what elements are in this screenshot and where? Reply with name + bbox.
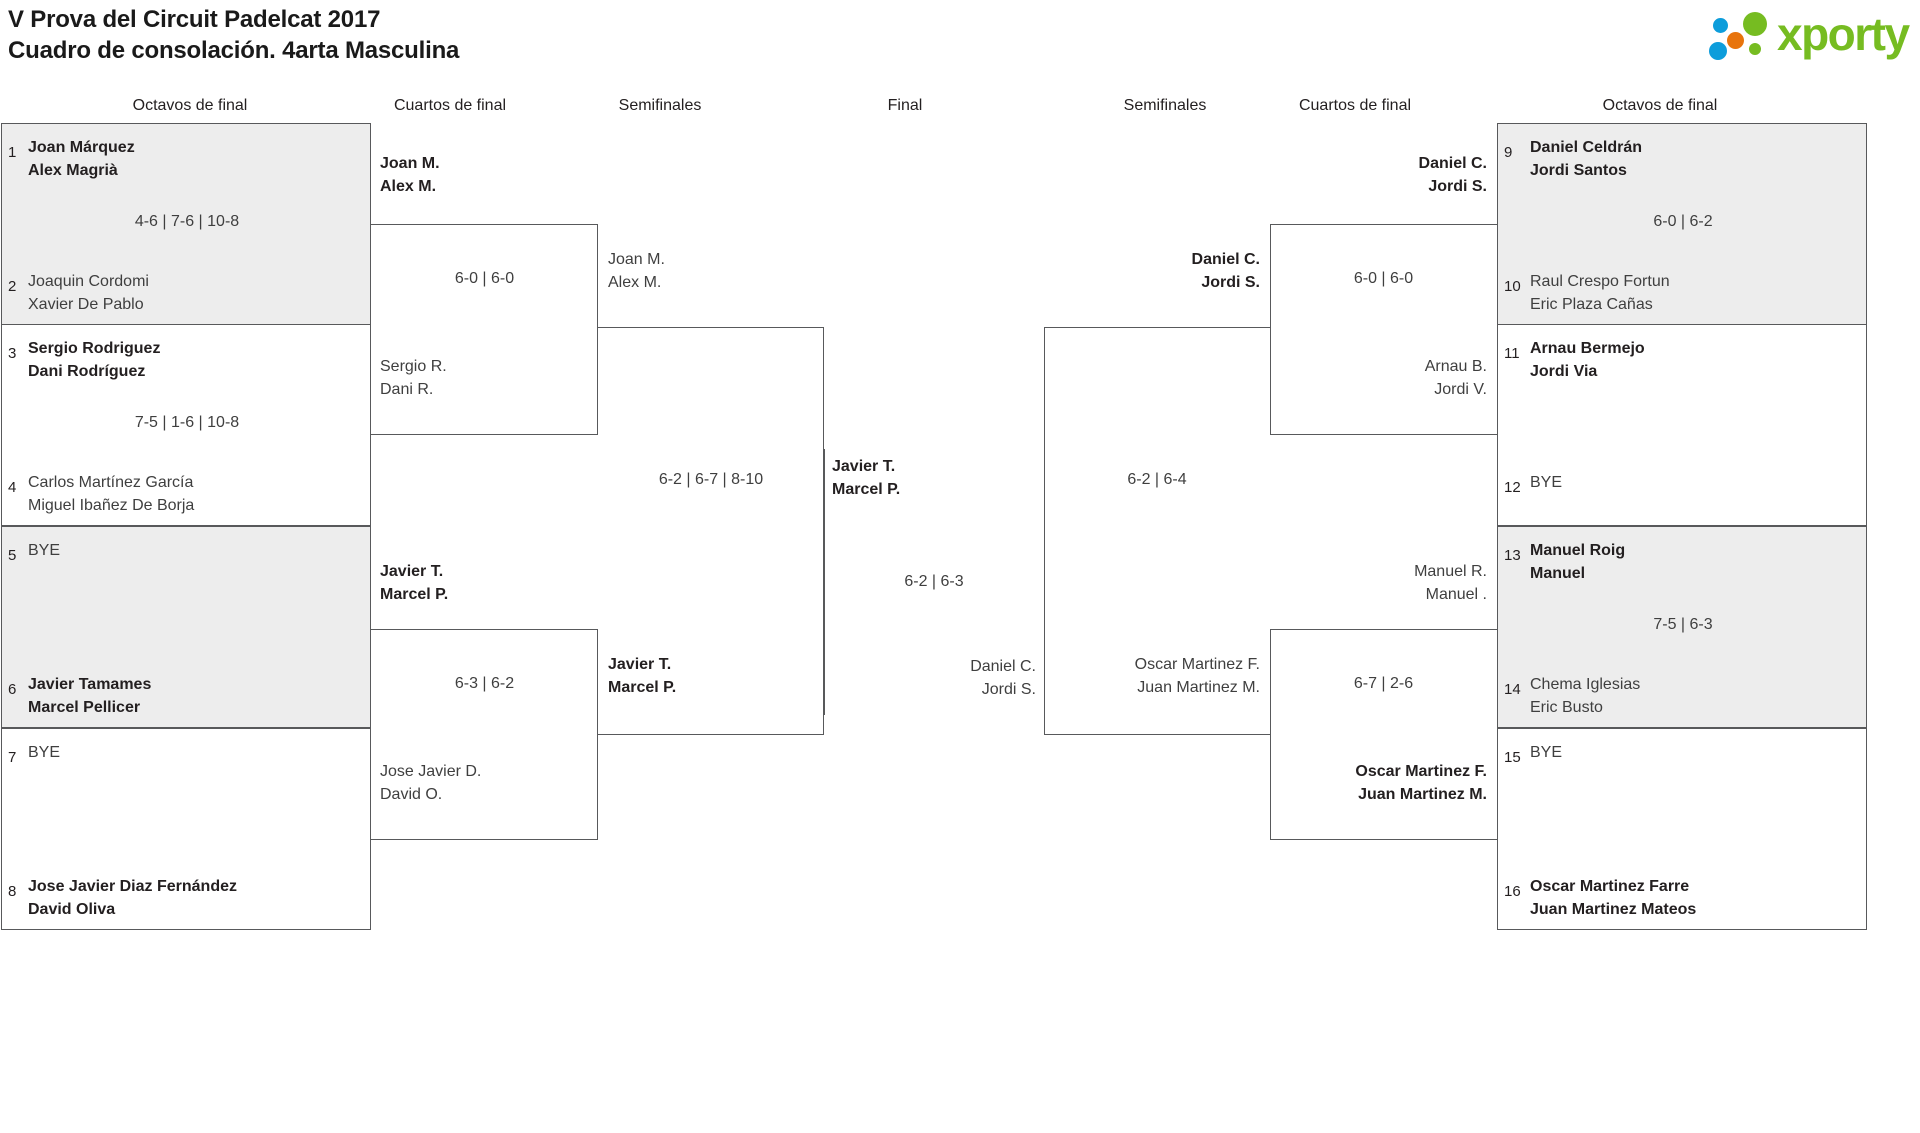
team-name: Joan M.Alex M. [608,251,665,291]
team-name: Daniel C.Jordi S. [1418,155,1487,195]
seed-number: 12 [1504,479,1521,496]
match-score: 6-2 | 6-7 | 8-10 [658,471,764,488]
seed-number: 14 [1504,681,1521,698]
team-name: Sergio R.Dani R. [380,358,447,398]
seed-number: 7 [8,749,17,766]
seed-number: 4 [8,479,17,496]
team-name: Manuel R.Manuel . [1414,563,1487,603]
final-right-team: Daniel C.Jordi S. [970,658,1036,698]
seed-number: 11 [1504,345,1520,362]
match-score: 7-5 | 1-6 | 10-8 [134,414,240,431]
seed-number: 5 [8,547,17,564]
seed-number: 6 [8,681,17,698]
tournament-subtitle: Cuadro de consolación. 4arta Masculina [8,37,460,64]
team-name: Daniel C.Jordi S. [1191,251,1260,291]
seed-number: 2 [8,278,17,295]
seed-number: 16 [1504,883,1521,900]
team-name: Oscar Martinez F.Juan Martinez M. [1355,763,1487,803]
qf-box-r1[interactable] [1270,224,1497,435]
seed-number: 3 [8,345,17,362]
team-name: Oscar Martinez F.Juan Martinez M. [1134,656,1260,696]
final-score: 6-2 | 6-3 [904,573,964,590]
team-name: BYE [1530,474,1563,491]
team-name: Javier T.Marcel P. [608,656,677,696]
match-score: 6-0 | 6-2 [1653,213,1713,230]
sf-box-right[interactable] [1044,327,1270,735]
match-score: 4-6 | 7-6 | 10-8 [134,213,240,230]
final-left-connector [824,449,825,715]
logo-wordmark: xporty [1777,8,1910,60]
sf-box-left[interactable] [598,327,824,735]
match-score: 6-0 | 6-0 [454,270,515,287]
final-left-team: Javier T.Marcel P. [832,458,901,498]
round-header-right-qf: Cuartos de final [1298,97,1412,114]
qf-box-l1[interactable] [371,224,598,435]
round-header-left-r16: Octavos de final [132,97,248,114]
seed-number: 8 [8,883,17,900]
seed-number: 10 [1504,278,1521,295]
round-header-left-sf: Semifinales [618,97,702,114]
round-header-right-sf: Semifinales [1123,97,1207,114]
round-header-right-r16: Octavos de final [1602,97,1718,114]
team-name: Jose Javier D.David O. [380,763,482,803]
seed-number: 13 [1504,547,1521,564]
page-title: V Prova del Circuit Padelcat 2017 Cuadro… [8,4,459,66]
match-score: 7-5 | 6-3 [1653,616,1713,633]
seed-number: 1 [8,144,17,161]
xporty-logo: xporty [1705,6,1915,62]
team-name: BYE [28,542,61,559]
qf-box-r2[interactable] [1270,629,1497,840]
round-header-final: Final [887,97,923,114]
seed-number: 9 [1504,144,1513,161]
seed-number: 15 [1504,749,1521,766]
team-name: Javier T.Marcel P. [380,563,449,603]
match-score: 6-0 | 6-0 [1353,270,1414,287]
qf-box-l2[interactable] [371,629,598,840]
logo-dots-icon [1705,12,1775,60]
team-name: Arnau B.Jordi V. [1424,358,1487,398]
team-name: BYE [1530,744,1563,761]
match-score: 6-7 | 2-6 [1353,675,1414,692]
match-score: 6-2 | 6-4 [1127,471,1187,488]
tournament-title: V Prova del Circuit Padelcat 2017 [8,6,381,33]
team-name: Joan M.Alex M. [380,155,440,195]
round-header-left-qf: Cuartos de final [393,97,507,114]
match-score: 6-3 | 6-2 [454,675,515,692]
team-name: BYE [28,744,61,761]
